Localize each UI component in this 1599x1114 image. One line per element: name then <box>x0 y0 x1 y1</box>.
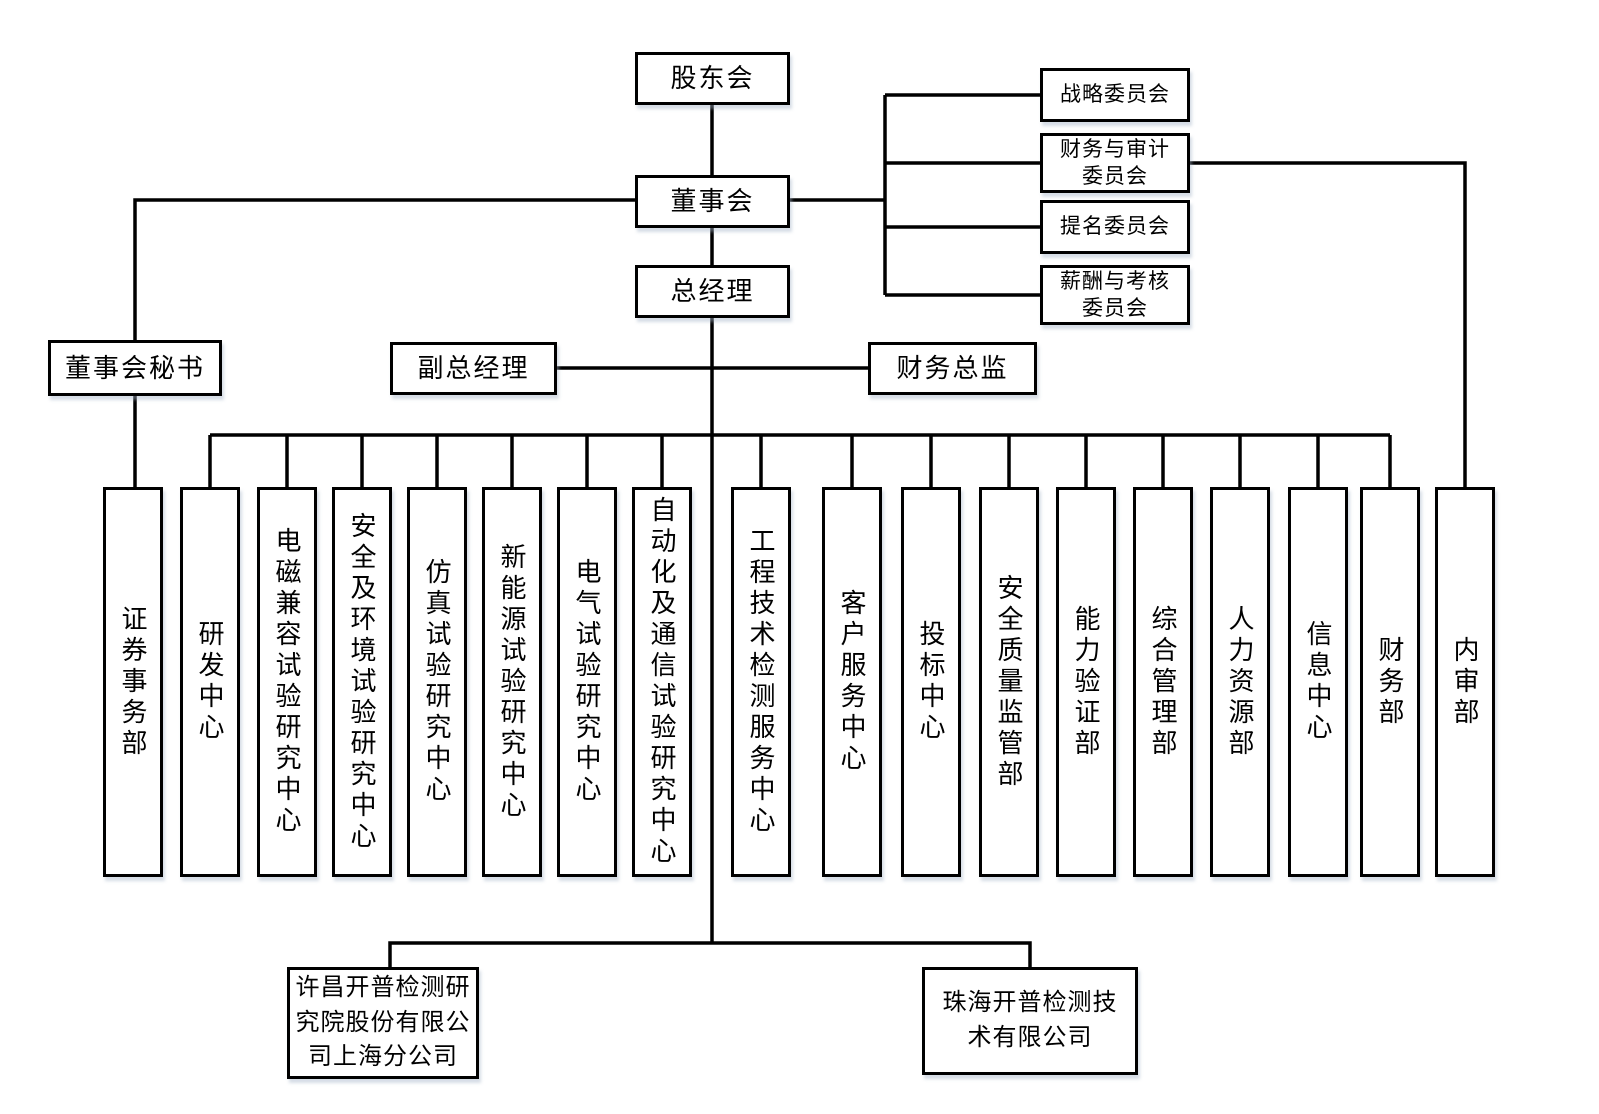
dept-human-resources: 人力资源部 <box>1210 487 1270 877</box>
dept-safety-quality-supervision-label: 安全质量监管部 <box>994 573 1024 791</box>
board-label: 董事会 <box>670 186 755 217</box>
node-deputy-general-manager: 副总经理 <box>390 342 557 395</box>
dept-capability-verification-label: 能力验证部 <box>1071 604 1101 760</box>
dept-emc-test-research-center: 电磁兼容试验研究中心 <box>257 487 317 877</box>
dept-securities-affairs-label: 证券事务部 <box>118 604 148 760</box>
dept-new-energy-test-research-center: 新能源试验研究中心 <box>482 487 542 877</box>
dept-automation-communication-test-research-center: 自动化及通信试验研究中心 <box>632 487 692 877</box>
dept-bidding-center-label: 投标中心 <box>916 620 946 744</box>
dept-information-center-label: 信息中心 <box>1303 620 1333 744</box>
dept-general-management-label: 综合管理部 <box>1148 604 1178 760</box>
shareholders-label: 股东会 <box>670 63 755 94</box>
dept-finance: 财务部 <box>1360 487 1420 877</box>
subsidiary-zhuhai-kaipu-testing-label: 珠海开普检测技术有限公司 <box>942 989 1118 1051</box>
dept-capability-verification: 能力验证部 <box>1056 487 1116 877</box>
audit-line <box>1190 161 1467 487</box>
dept-engineering-testing-service-center-label: 工程技术检测服务中心 <box>746 527 776 837</box>
committee-finance-audit: 财务与审计委员会 <box>1040 133 1190 193</box>
board-secretary-label: 董事会秘书 <box>64 352 205 383</box>
dept-bidding-center: 投标中心 <box>901 487 961 877</box>
deputy-gm-label: 副总经理 <box>417 353 530 384</box>
subsidiary-xuchang-shanghai-branch: 许昌开普检测研究院股份有限公司上海分公司 <box>287 967 479 1079</box>
node-finance-director: 财务总监 <box>868 342 1037 395</box>
committee-finance-audit-label: 财务与审计委员会 <box>1060 137 1170 188</box>
dept-new-energy-test-research-center-label: 新能源试验研究中心 <box>497 542 527 822</box>
general-manager-label: 总经理 <box>670 276 755 307</box>
dept-rd-center-label: 研发中心 <box>195 620 225 744</box>
committee-bus-line <box>790 93 1040 297</box>
committee-nomination-label: 提名委员会 <box>1060 215 1170 239</box>
dept-emc-test-research-center-label: 电磁兼容试验研究中心 <box>272 527 302 837</box>
committee-strategy-label: 战略委员会 <box>1060 83 1170 107</box>
committee-strategy: 战略委员会 <box>1040 68 1190 122</box>
node-board-secretary: 董事会秘书 <box>48 340 222 396</box>
node-board-of-directors: 董事会 <box>635 175 790 228</box>
dept-electrical-test-research-center-label: 电气试验研究中心 <box>572 558 602 806</box>
node-shareholders: 股东会 <box>635 52 790 105</box>
dept-finance-label: 财务部 <box>1375 635 1405 729</box>
committee-remuneration-assessment-label: 薪酬与考核委员会 <box>1060 269 1170 320</box>
dept-customer-service-center-label: 客户服务中心 <box>837 589 867 775</box>
dept-engineering-testing-service-center: 工程技术检测服务中心 <box>731 487 791 877</box>
dept-internal-audit-label: 内审部 <box>1450 635 1480 729</box>
node-general-manager: 总经理 <box>635 265 790 318</box>
subsidiary-line <box>388 941 1032 967</box>
dept-electrical-test-research-center: 电气试验研究中心 <box>557 487 617 877</box>
committee-remuneration-assessment: 薪酬与考核委员会 <box>1040 265 1190 325</box>
dept-general-management: 综合管理部 <box>1133 487 1193 877</box>
dept-information-center: 信息中心 <box>1288 487 1348 877</box>
dept-human-resources-label: 人力资源部 <box>1225 604 1255 760</box>
dept-rd-center: 研发中心 <box>180 487 240 877</box>
subsidiary-xuchang-shanghai-branch-label: 许昌开普检测研究院股份有限公司上海分公司 <box>295 973 471 1071</box>
dept-simulation-test-research-center: 仿真试验研究中心 <box>407 487 467 877</box>
subsidiary-zhuhai-kaipu-testing: 珠海开普检测技术有限公司 <box>922 967 1138 1075</box>
dept-simulation-test-research-center-label: 仿真试验研究中心 <box>422 558 452 806</box>
dept-automation-communication-test-research-center-label: 自动化及通信试验研究中心 <box>647 496 677 868</box>
dept-customer-service-center: 客户服务中心 <box>822 487 882 877</box>
dept-safety-environment-test-research-center: 安全及环境试验研究中心 <box>332 487 392 877</box>
dept-safety-quality-supervision: 安全质量监管部 <box>979 487 1039 877</box>
dept-safety-environment-test-research-center-label: 安全及环境试验研究中心 <box>347 511 377 853</box>
dept-internal-audit: 内审部 <box>1435 487 1495 877</box>
dept-securities-affairs: 证券事务部 <box>103 487 163 877</box>
department-drop-lines <box>208 435 1392 487</box>
cfo-label: 财务总监 <box>896 353 1009 384</box>
committee-nomination: 提名委员会 <box>1040 200 1190 254</box>
